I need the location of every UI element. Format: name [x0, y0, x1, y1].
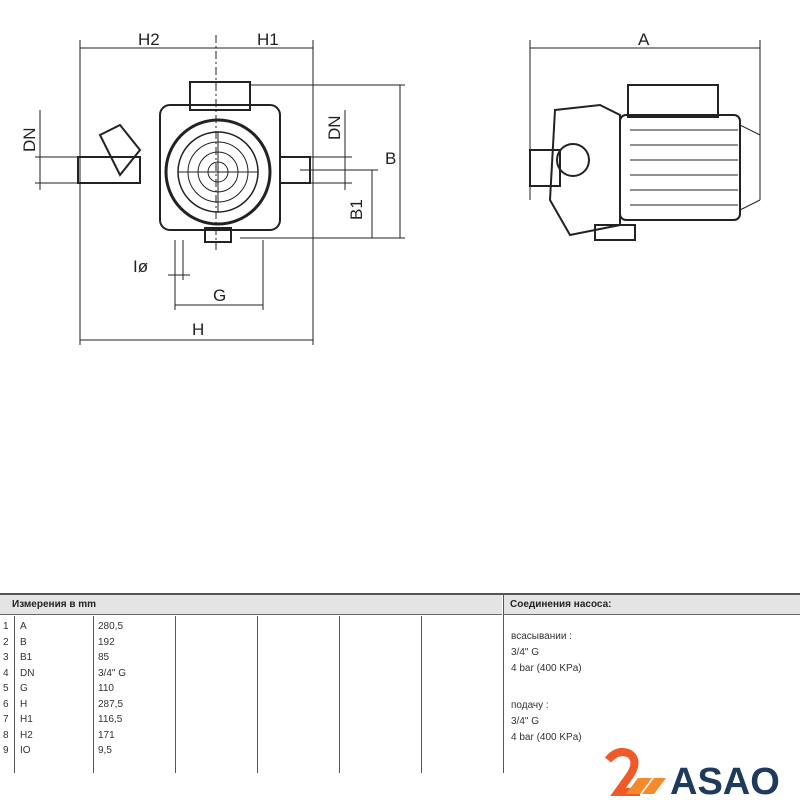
- discharge-label: подачу :: [511, 700, 549, 711]
- label-dn-left: DN: [20, 127, 39, 152]
- suction-thread: 3/4" G: [511, 647, 540, 658]
- table-cell-value: 192: [98, 636, 115, 648]
- connections-header: Соединения насоса:: [503, 595, 800, 615]
- table-cell-name: G: [20, 683, 28, 694]
- table-cell-n: 7: [3, 714, 9, 725]
- logo-text: ASAO: [670, 761, 780, 800]
- table-cell-value: 85: [98, 652, 110, 663]
- label-b1: B1: [347, 199, 366, 220]
- table-cell-value: 171: [98, 729, 115, 741]
- suction-label: всасывании :: [511, 631, 572, 642]
- table-cell-name: A: [20, 621, 27, 632]
- label-h2: H2: [138, 30, 160, 49]
- label-g: G: [213, 286, 226, 305]
- table-cell-value: 110: [98, 683, 114, 694]
- table-cell-name: B: [20, 636, 27, 648]
- table-cell-n: 3: [3, 652, 9, 663]
- label-h1: H1: [257, 30, 279, 49]
- table-cell-name: H1: [20, 714, 33, 725]
- table-cell-n: 9: [3, 745, 9, 756]
- table-cell-value: 287,5: [98, 698, 124, 710]
- label-a: A: [638, 30, 650, 49]
- asao-logo: ASAO: [604, 748, 780, 800]
- table-cell-n: 5: [3, 683, 9, 694]
- label-dn-right: DN: [325, 115, 344, 140]
- table-cell-name: B1: [20, 652, 33, 663]
- discharge-pressure: 4 bar (400 KPa): [511, 732, 582, 743]
- table-cell-value: 116,5: [98, 714, 123, 725]
- table-cell-n: 4: [3, 667, 9, 679]
- table-cell-value: 3/4" G: [98, 667, 127, 679]
- label-io: Iø: [133, 257, 148, 276]
- dimensions-header: Измерения в mm: [0, 595, 502, 615]
- label-b: B: [385, 149, 396, 168]
- table-cell-value: 280,5: [98, 621, 124, 632]
- table-cell-name: H: [20, 698, 28, 710]
- table-cell-n: 6: [3, 698, 9, 710]
- table-cell-n: 1: [3, 621, 9, 632]
- table-cell-name: IO: [20, 745, 31, 756]
- label-h: H: [192, 320, 204, 339]
- table-cell-value: 9,5: [98, 745, 112, 756]
- table-cell-n: 8: [3, 729, 9, 741]
- table-cell-name: H2: [20, 729, 33, 741]
- pump-dimension-drawing: H2 H1 DN DN B B1 Iø G H A: [20, 30, 761, 345]
- table-cell-n: 2: [3, 636, 9, 648]
- discharge-thread: 3/4" G: [511, 716, 540, 727]
- suction-pressure: 4 bar (400 KPa): [511, 663, 582, 674]
- table-cell-name: DN: [20, 667, 35, 679]
